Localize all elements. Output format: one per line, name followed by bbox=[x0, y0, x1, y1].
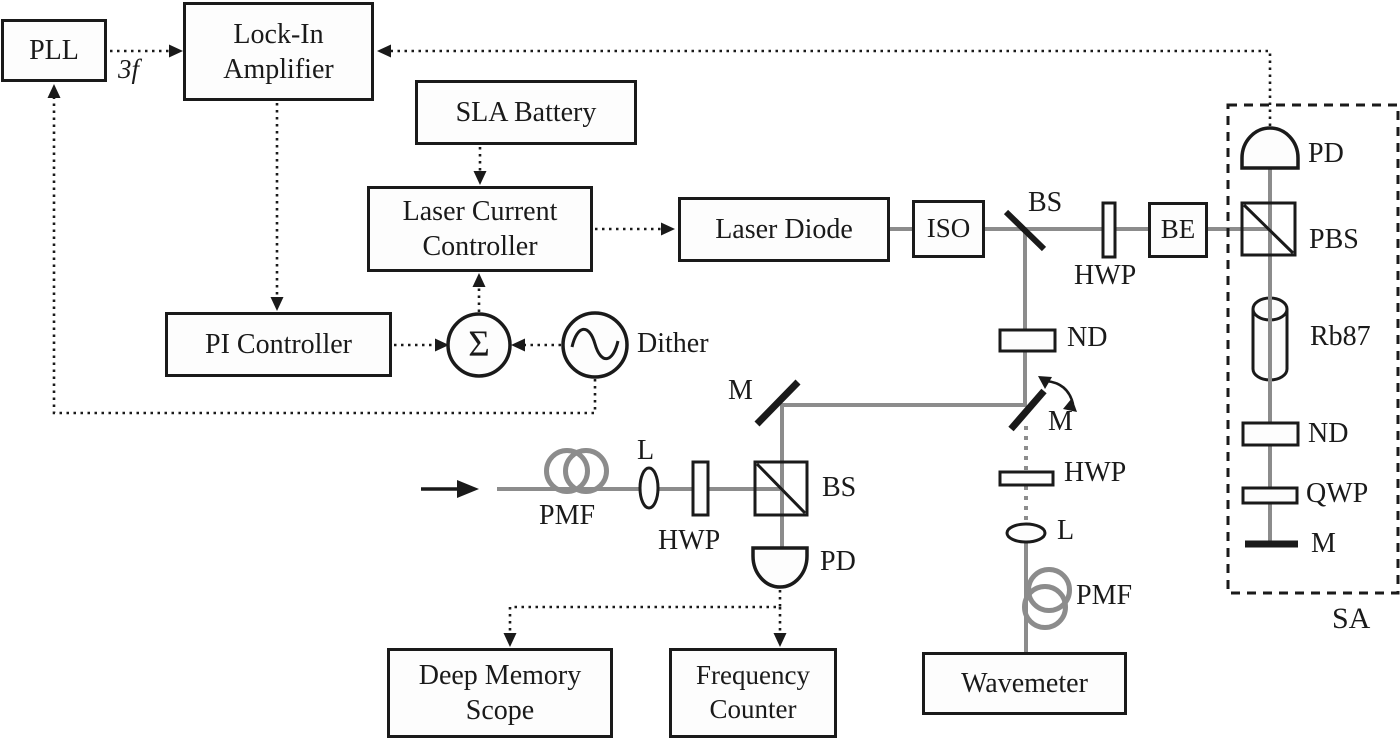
box-deep-memory-scope: Deep Memory Scope bbox=[387, 648, 613, 738]
label-hwp-main: HWP bbox=[1074, 260, 1137, 291]
label-3f: 3f bbox=[118, 54, 140, 84]
label-hwp-input: HWP bbox=[658, 525, 721, 556]
arrow-into-lcc-top bbox=[473, 171, 487, 185]
arrow-into-counter bbox=[773, 633, 787, 647]
sa-dashed-box bbox=[1226, 103, 1400, 595]
pd-sa-shape bbox=[1240, 126, 1300, 170]
arrow-into-sum-left bbox=[435, 338, 449, 352]
box-pi-controller: PI Controller bbox=[165, 312, 392, 377]
beamsplitter-plate bbox=[1003, 209, 1047, 252]
arrow-into-laserdiode bbox=[661, 222, 675, 236]
label-hwp-wavemeter: HWP bbox=[1064, 457, 1127, 488]
wire-pd-to-scope bbox=[508, 590, 782, 633]
mirror-fold bbox=[754, 379, 801, 427]
box-sla-battery: SLA Battery bbox=[415, 80, 637, 145]
lens-wavemeter bbox=[1005, 522, 1047, 544]
label-dither: Dither bbox=[637, 328, 709, 359]
arrow-into-scope bbox=[503, 633, 517, 647]
pd-monitor-shape bbox=[751, 546, 809, 589]
arrow-into-pll bbox=[47, 84, 61, 98]
box-iso: ISO bbox=[912, 200, 985, 258]
input-beam-arrow bbox=[421, 480, 479, 498]
label-qwp: QWP bbox=[1306, 478, 1369, 509]
hwp-input-plate bbox=[691, 460, 710, 517]
box-laser-current-controller: Laser Current Controller bbox=[367, 186, 593, 272]
label-nd-sa: ND bbox=[1308, 418, 1349, 449]
lens-input bbox=[638, 466, 660, 510]
box-frequency-counter: Frequency Counter bbox=[669, 648, 837, 738]
arrow-into-lcc-bottom bbox=[472, 273, 486, 287]
arrow-into-sum-right bbox=[511, 338, 525, 352]
box-laser-diode: Laser Diode bbox=[678, 197, 890, 262]
dither-oscillator-circle bbox=[561, 311, 629, 379]
sine-wave-icon bbox=[570, 327, 620, 361]
label-nd-main: ND bbox=[1067, 322, 1108, 353]
label-mirror-sa: M bbox=[1311, 528, 1336, 559]
qwp-plate bbox=[1241, 486, 1299, 505]
pbs-cube bbox=[1240, 201, 1297, 257]
arrow-into-lockin-right bbox=[377, 44, 391, 58]
label-pd-sa: PD bbox=[1308, 138, 1344, 169]
label-rb87: Rb87 bbox=[1310, 321, 1371, 352]
label-lens-input: L bbox=[637, 435, 655, 466]
label-pbs: PBS bbox=[1309, 224, 1359, 255]
label-pmf-input: PMF bbox=[539, 500, 596, 531]
label-pd-monitor: PD bbox=[820, 546, 856, 577]
nd-filter-sa bbox=[1241, 421, 1300, 447]
box-pll: PLL bbox=[1, 19, 107, 82]
label-lens-wavemeter: L bbox=[1057, 515, 1075, 546]
hwp-wavemeter-plate bbox=[998, 470, 1055, 487]
sum-node-symbol: Σ bbox=[468, 324, 490, 365]
box-lockin-amplifier: Lock-In Amplifier bbox=[183, 2, 374, 101]
label-bs-main: BS bbox=[1028, 187, 1063, 218]
box-be: BE bbox=[1148, 202, 1208, 258]
box-wavemeter: Wavemeter bbox=[922, 652, 1127, 715]
pmf-coil-input bbox=[544, 448, 609, 494]
mirror-pickoff bbox=[1008, 388, 1047, 432]
pmf-coil-wavemeter bbox=[1022, 567, 1072, 630]
arrow-into-pi bbox=[270, 297, 284, 311]
signal-wires bbox=[52, 49, 1272, 633]
label-mirror-fold: M bbox=[728, 375, 753, 406]
arrow-into-lockin-left bbox=[169, 44, 183, 58]
bs-cube bbox=[753, 460, 809, 517]
mirror-rotation-arrow bbox=[1038, 376, 1077, 412]
label-sa: SA bbox=[1332, 602, 1371, 635]
label-bs-cube: BS bbox=[822, 472, 857, 503]
label-pmf-wavemeter: PMF bbox=[1076, 580, 1133, 611]
signal-arrowheads bbox=[47, 44, 787, 647]
nd-filter-main bbox=[998, 328, 1057, 353]
label-mirror-pickoff: M bbox=[1048, 406, 1073, 437]
hwp-main-plate bbox=[1101, 201, 1117, 259]
